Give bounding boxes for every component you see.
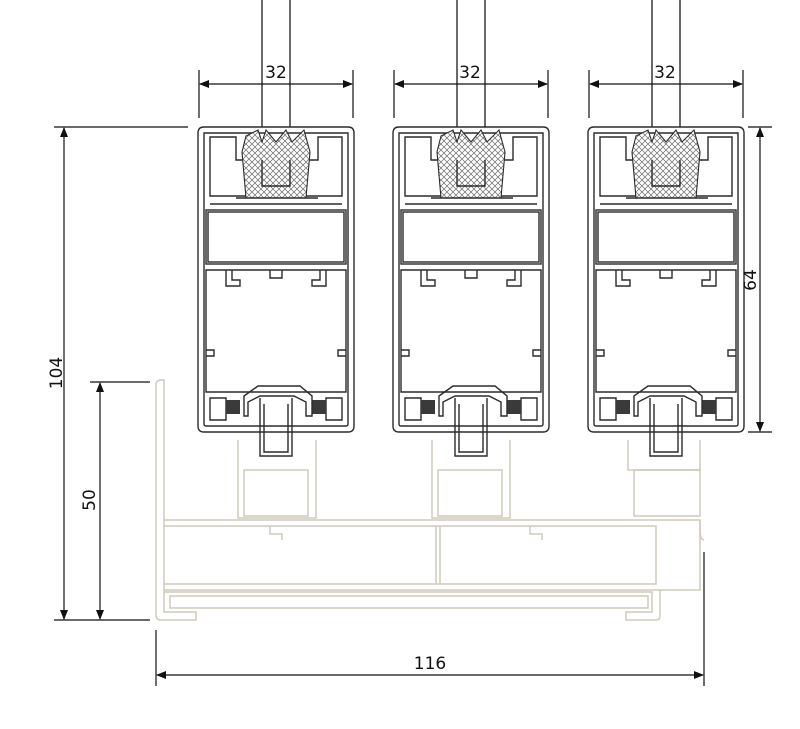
- total-width-dimension: 116: [155, 552, 705, 686]
- glass-dimension-2: 32: [393, 63, 549, 118]
- glass-thickness-label-2: 32: [459, 63, 481, 83]
- frame-height-label: 50: [80, 489, 100, 511]
- total-height-dimension: 104: [47, 126, 188, 621]
- sash-height-label: 64: [741, 269, 761, 291]
- total-height-label: 104: [47, 357, 67, 389]
- frame-height-dimension: 50: [80, 381, 150, 620]
- glass-thickness-label: 32: [265, 63, 287, 83]
- sash-height-dimension: 64: [741, 126, 772, 433]
- total-width-label: 116: [414, 654, 446, 674]
- glass-dimension-1: 32: [198, 63, 354, 118]
- glass-thickness-label-3: 32: [654, 63, 676, 83]
- glass-dimension-3: 32: [588, 63, 744, 118]
- outer-frame-profile: [155, 379, 705, 621]
